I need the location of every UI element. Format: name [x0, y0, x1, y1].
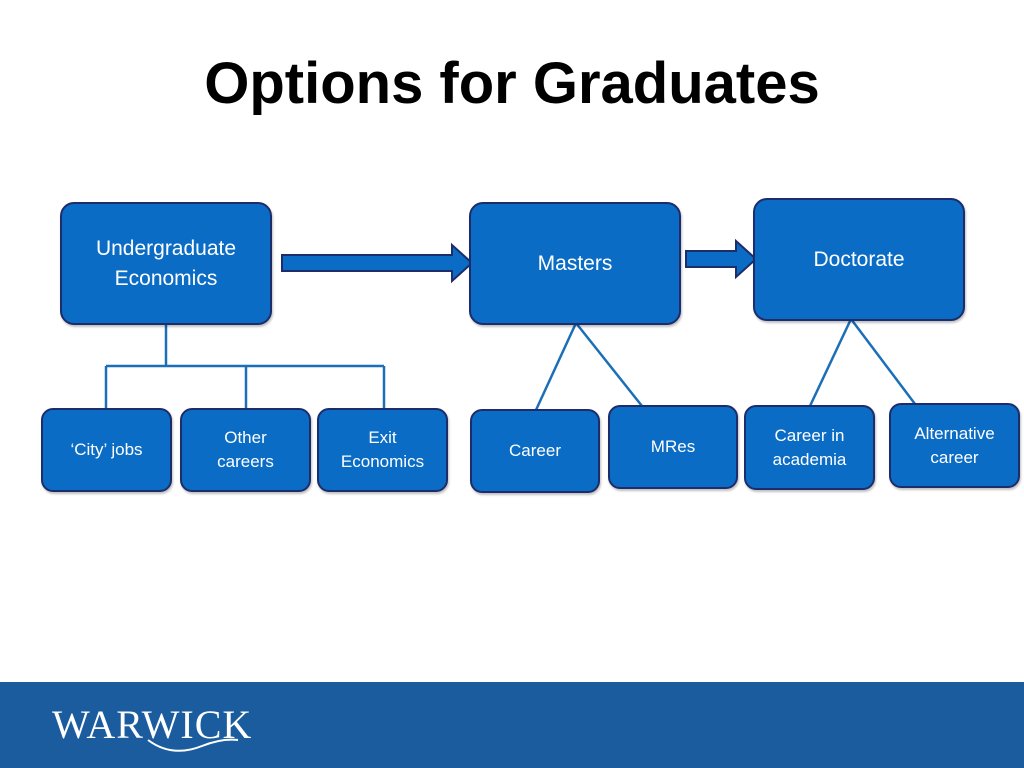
- footer-bar: [0, 682, 1024, 768]
- node-alternative-career: Alternative career: [889, 403, 1020, 488]
- node-mres: MRes: [608, 405, 738, 489]
- warwick-logo: WARWICK: [52, 702, 252, 752]
- node-undergraduate-economics: Undergraduate Economics: [60, 202, 272, 325]
- line-masters-to-career: [534, 322, 578, 411]
- node-doctorate: Doctorate: [753, 198, 965, 321]
- line-doctorate-to-career-academia: [808, 318, 853, 407]
- arrow-masters-to-doctorate: [685, 238, 758, 280]
- node-masters: Masters: [469, 202, 681, 325]
- node-exit-economics: Exit Economics: [317, 408, 448, 492]
- undergraduate-bracket: [104, 325, 386, 409]
- warwick-logo-swash: [147, 738, 239, 752]
- warwick-logo-text: WARWICK: [52, 702, 252, 747]
- node-career-in-academia: Career in academia: [744, 405, 875, 490]
- node-career: Career: [470, 409, 600, 493]
- line-doctorate-to-alternative-career: [850, 318, 916, 405]
- arrow-undergraduate-to-masters: [281, 242, 474, 284]
- slide-title: Options for Graduates: [204, 51, 820, 116]
- node-city-jobs: ‘City’ jobs: [41, 408, 172, 492]
- node-other-careers: Other careers: [180, 408, 311, 492]
- line-masters-to-mres: [575, 322, 643, 407]
